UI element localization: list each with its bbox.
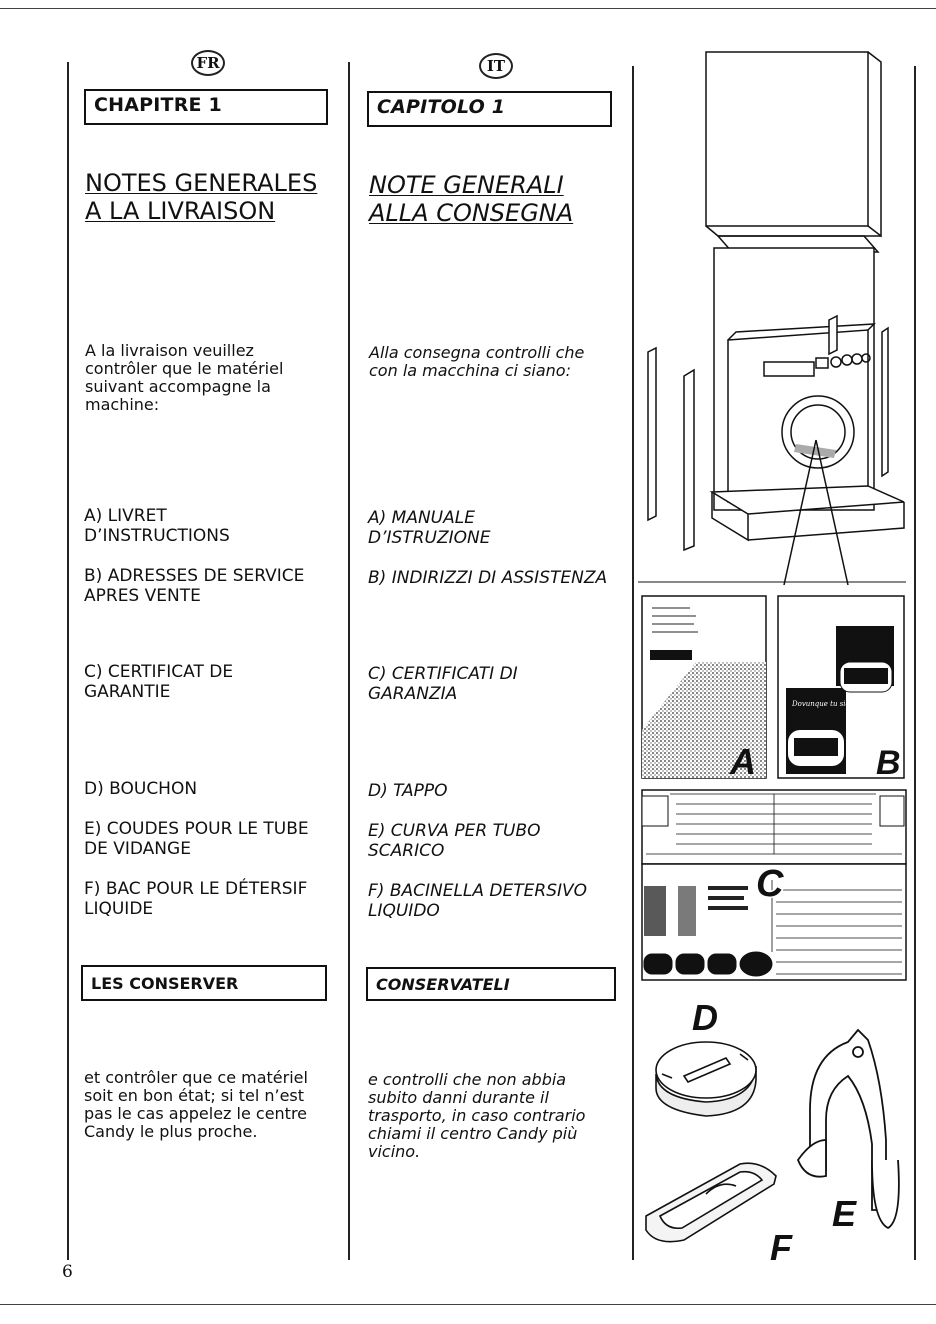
chapter-box-it: CAPITOLO 1 <box>367 91 612 127</box>
certificate-c-icon <box>641 789 907 981</box>
section-heading-fr-line2: A LA LIVRAISON <box>85 197 276 225</box>
list-item-fr-b: B) ADRESSES DE SERVICE APRES VENTE <box>84 566 305 606</box>
label-e: E <box>832 1193 857 1234</box>
illustration-panel: A Dovunque tu sia. B <box>638 51 907 1265</box>
list-item-fr-a: A) LIVRET D’INSTRUCTIONS <box>84 506 230 546</box>
list-item-it-c: C) CERTIFICATI DI GARANZIA <box>368 664 518 704</box>
list-item-it-f: F) BACINELLA DETERSIVO LIQUIDO <box>368 881 588 921</box>
list-item-it-b: B) INDIRIZZI DI ASSISTENZA <box>368 568 608 588</box>
list-item-it-e: E) CURVA PER TUBO SCARICO <box>368 821 541 861</box>
list-item-it-a: A) MANUALE D’ISTRUZIONE <box>368 508 491 548</box>
outro-text-it: e controlli che non abbia subito danni d… <box>368 1070 586 1161</box>
column-divider-edge <box>914 66 916 1260</box>
label-a: A <box>729 741 756 782</box>
keep-label-it: CONSERVATELI <box>376 975 510 994</box>
keep-box-fr: LES CONSERVER <box>81 965 327 1001</box>
label-b: B <box>876 744 901 782</box>
intro-text-fr: A la livraison veuillez contrôler que le… <box>85 341 284 414</box>
intro-text-it: Alla consegna controlli che con la macch… <box>369 343 585 380</box>
outro-text-fr: et contrôler que ce matériel soit en bon… <box>84 1068 308 1141</box>
booklet-b-slogan: Dovunque tu sia. <box>791 700 852 708</box>
chapter-box-fr: CHAPITRE 1 <box>84 89 328 125</box>
page-number: 6 <box>62 1262 73 1282</box>
top-rule <box>0 8 936 9</box>
section-heading-it-line1: NOTE GENERALI <box>369 171 564 199</box>
list-item-fr-c: C) CERTIFICAT DE GARANTIE <box>84 662 234 702</box>
keep-box-it: CONSERVATELI <box>366 967 616 1001</box>
chapter-title-it: CAPITOLO 1 <box>377 96 506 118</box>
label-d: D <box>692 997 718 1038</box>
hose-elbow-e-icon <box>796 1028 900 1230</box>
label-c: C <box>756 863 784 905</box>
lang-badge-fr: FR <box>191 50 225 76</box>
list-item-fr-f: F) BAC POUR LE DÉTERSIF LIQUIDE <box>84 879 308 919</box>
washing-machine-icon <box>638 51 906 586</box>
booklet-b-icon: Dovunque tu sia. <box>777 595 905 779</box>
list-item-fr-e: E) COUDES POUR LE TUBE DE VIDANGE <box>84 819 309 859</box>
detergent-tray-f-icon <box>645 1162 777 1243</box>
label-f: F <box>770 1227 793 1265</box>
column-divider-right <box>632 66 634 1260</box>
lang-badge-it: IT <box>479 53 513 79</box>
plug-d-icon <box>655 1041 757 1117</box>
keep-label-fr: LES CONSERVER <box>91 974 239 993</box>
section-heading-it-line2: ALLA CONSEGNA <box>369 199 574 227</box>
list-item-fr-d: D) BOUCHON <box>84 779 198 799</box>
column-divider-middle <box>348 62 350 1260</box>
booklet-a-icon <box>641 595 767 779</box>
column-divider-left <box>67 62 69 1260</box>
section-heading-fr-line1: NOTES GENERALES <box>85 169 318 197</box>
list-item-it-d: D) TAPPO <box>368 781 448 801</box>
chapter-title-fr: CHAPITRE 1 <box>94 94 222 116</box>
bottom-rule <box>0 1304 936 1305</box>
